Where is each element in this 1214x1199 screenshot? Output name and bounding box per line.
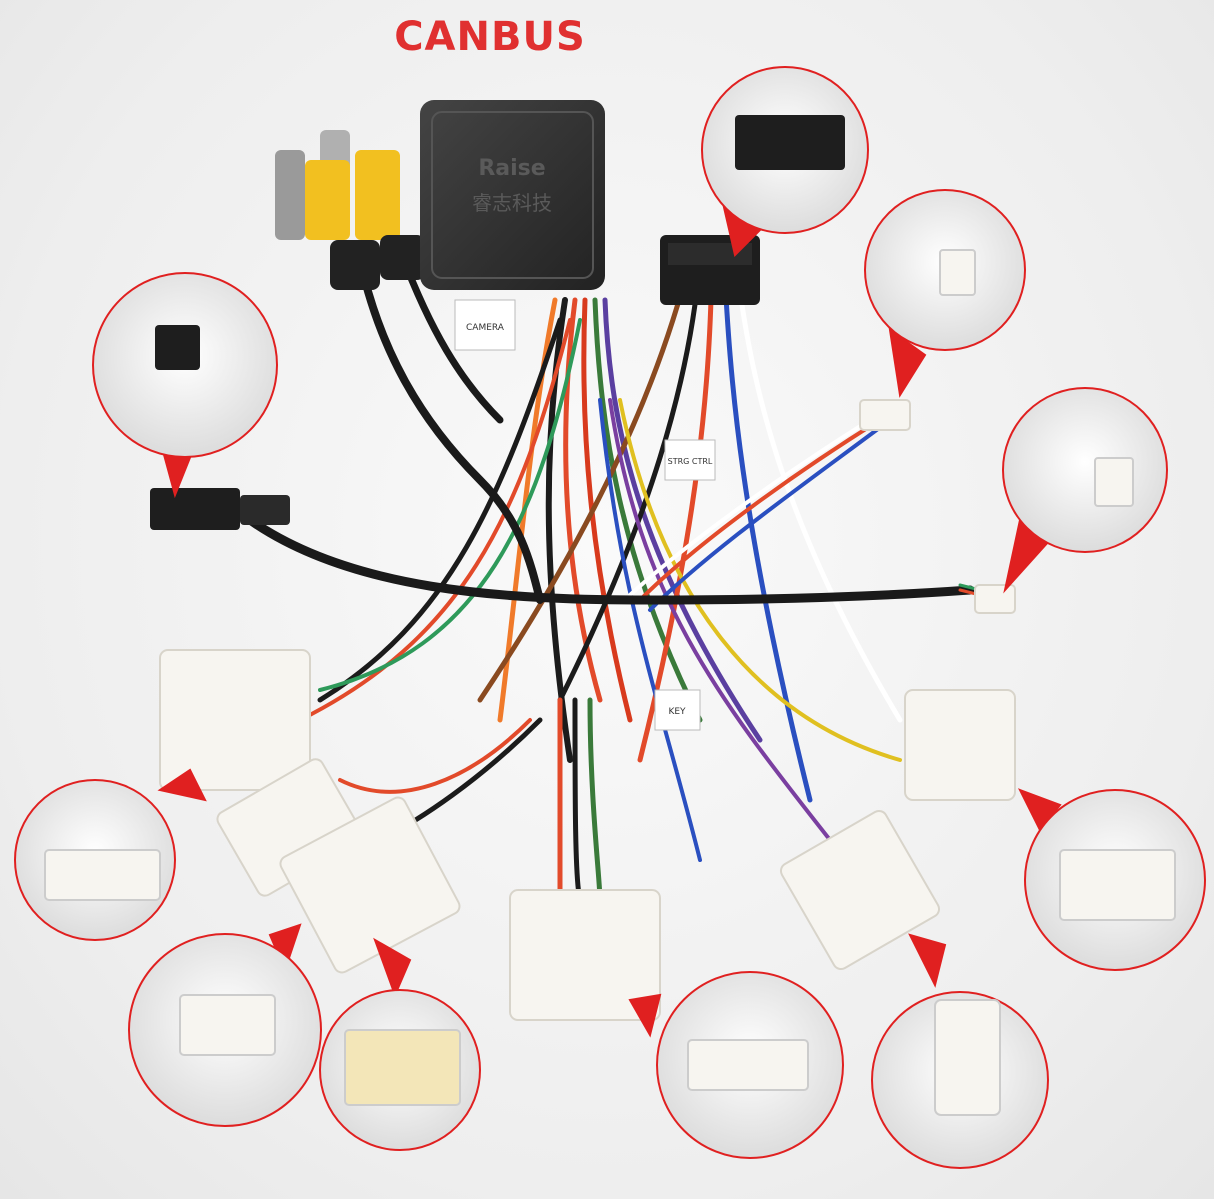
usb-plug [150,488,290,530]
key-tag: KEY [668,707,686,717]
steering-tag: STRG CTRL [668,457,713,466]
wire-bundle [245,246,1002,903]
page-title: CANBUS [394,14,586,60]
white-connectors [159,399,1016,1021]
wire-tags: CAMERA STRG CTRL KEY [454,299,716,731]
canbus-module: Raise 睿志科技 [420,100,605,290]
rca-plugs [275,130,425,290]
module-subtitle: 睿志科技 [472,191,552,215]
callouts [14,66,1206,1169]
camera-tag: CAMERA [466,323,505,333]
module-brand: Raise [478,156,545,181]
